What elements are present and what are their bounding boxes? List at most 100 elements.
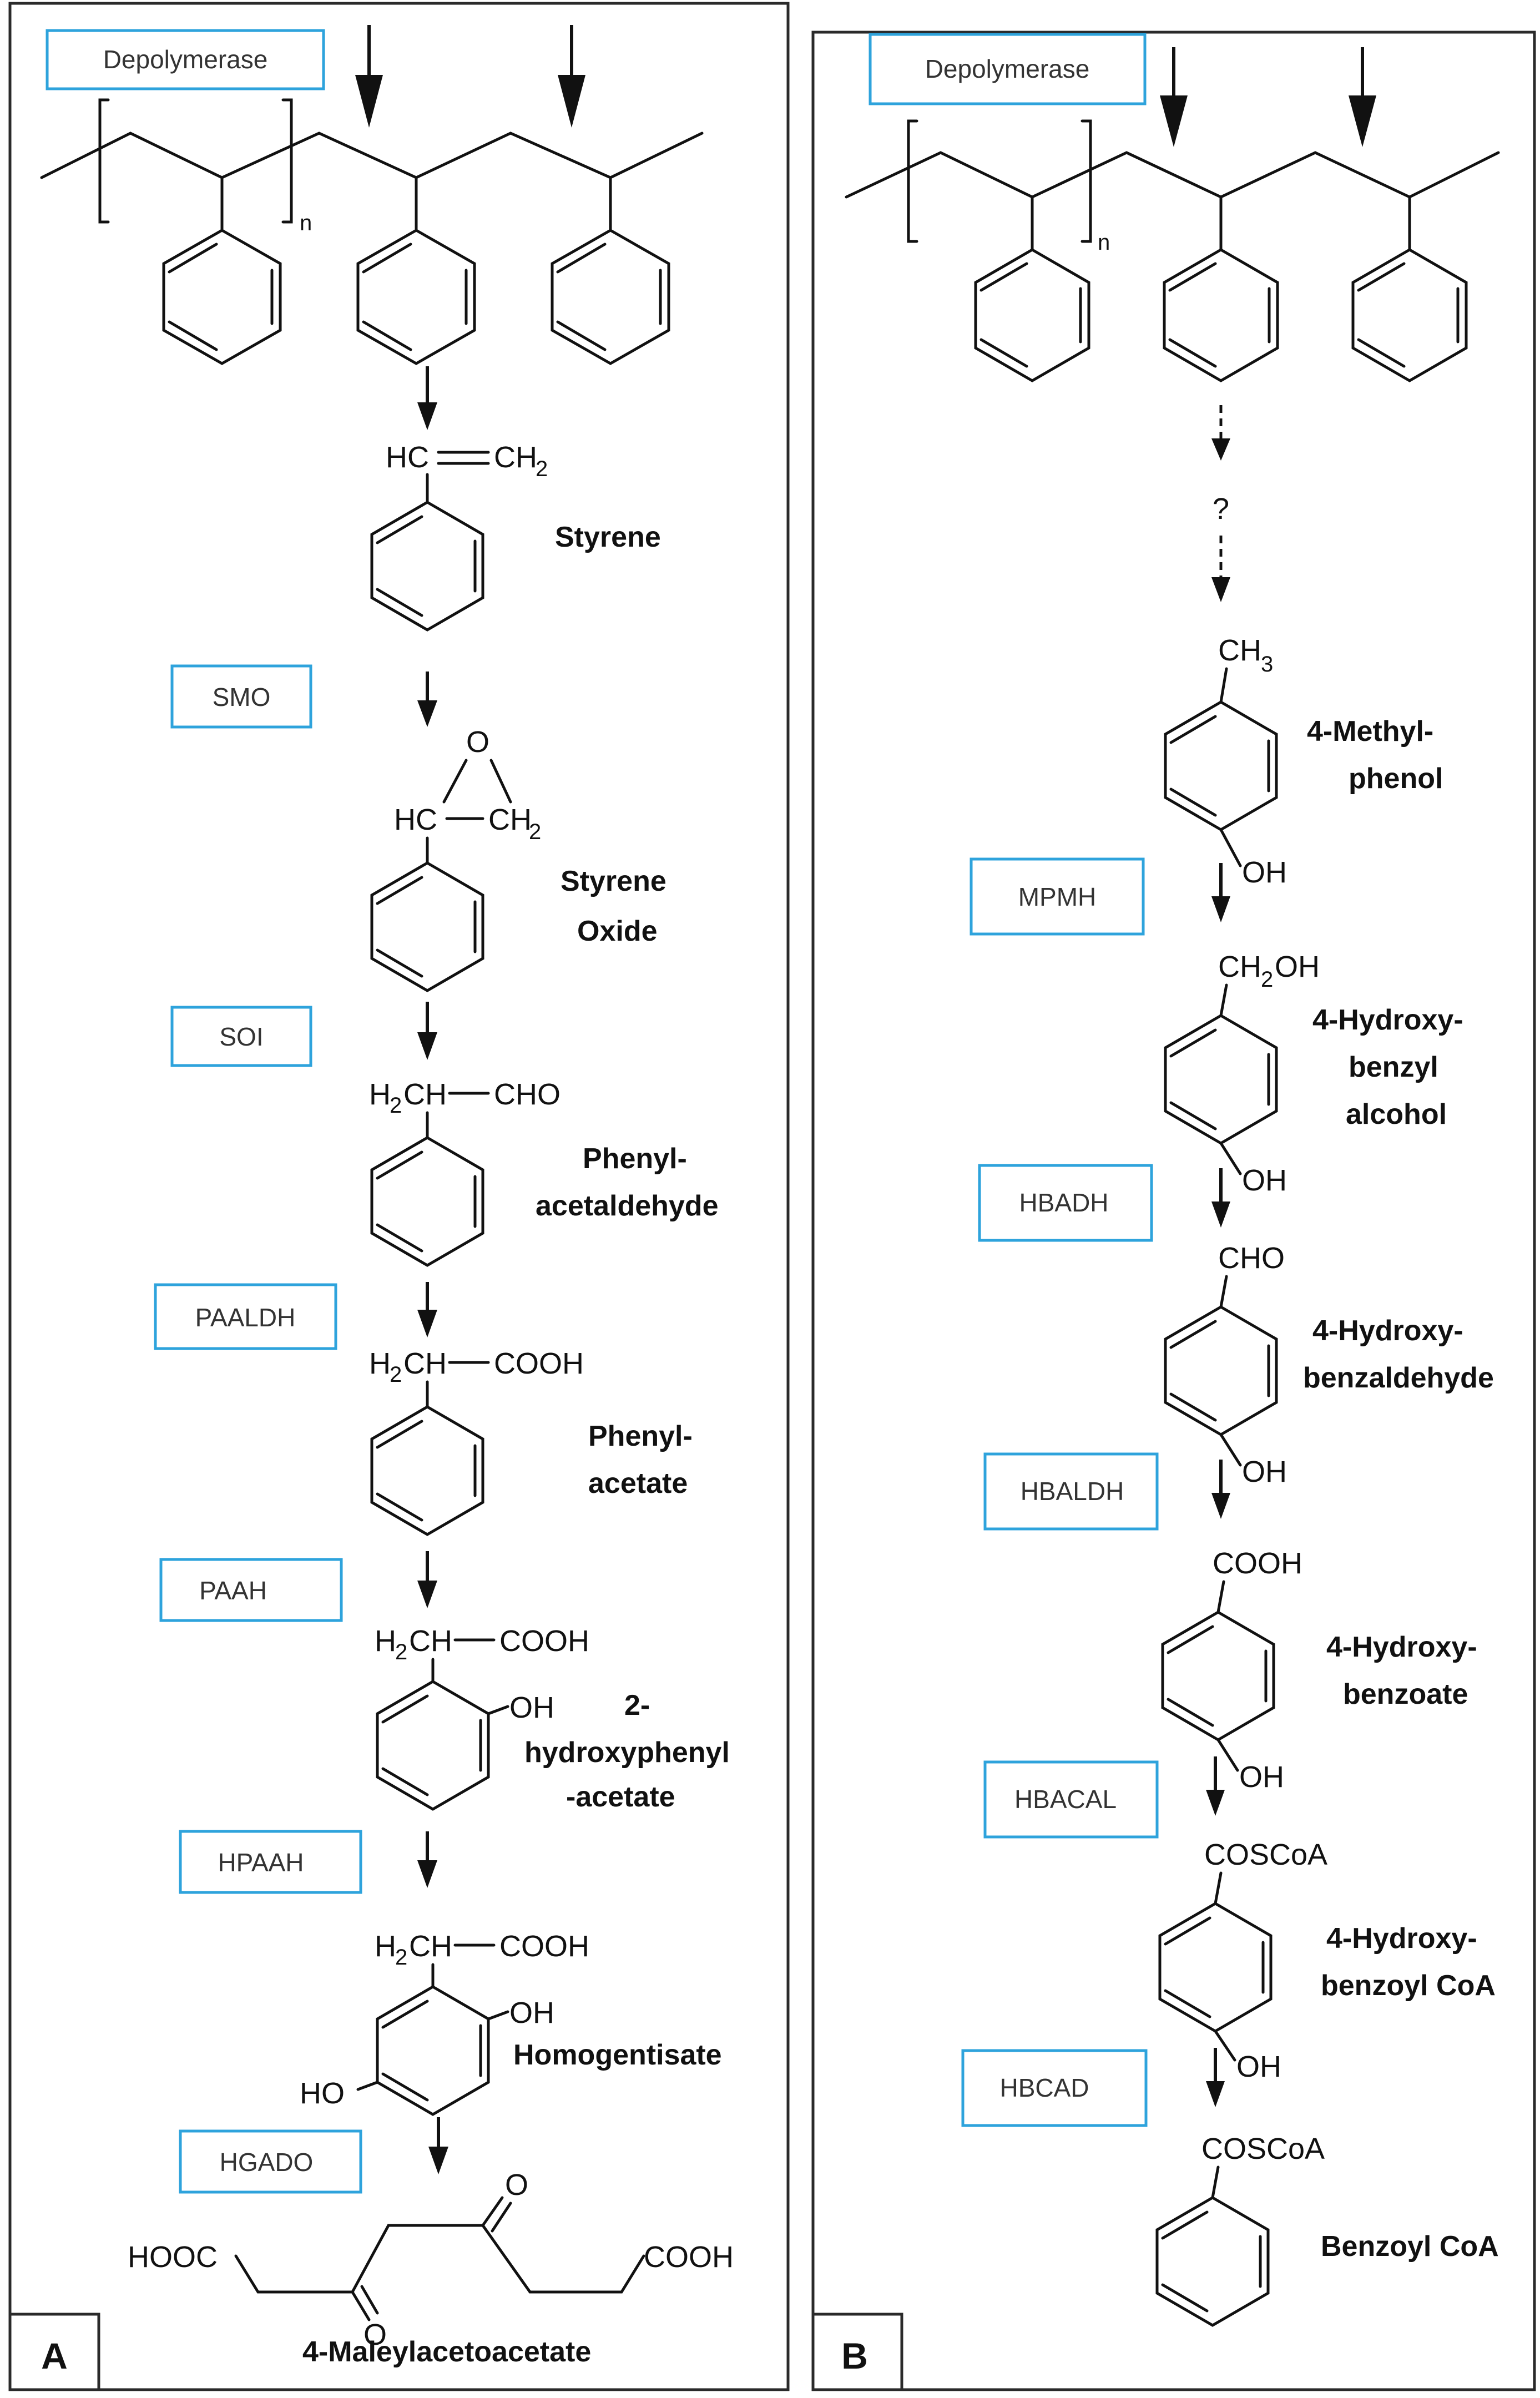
benzene-ring-icon xyxy=(1351,248,1468,382)
enzyme-label-hbcad: HBCAD xyxy=(961,2049,1148,2127)
svg-text:H: H xyxy=(375,1624,396,1658)
svg-text:O: O xyxy=(505,2168,528,2202)
svg-text:COOH: COOH xyxy=(1213,1547,1302,1580)
svg-text:CH: CH xyxy=(403,1347,447,1380)
svg-text:HC: HC xyxy=(386,441,429,474)
hydroxybenzyl-alcohol-structure: CH 2 OH OH xyxy=(1164,950,1320,1197)
svg-text:HC: HC xyxy=(394,803,437,836)
compound-label-hydroxyphenylacetate-1: 2- xyxy=(624,1689,650,1721)
svg-text:A: A xyxy=(41,2335,68,2376)
svg-text:CH: CH xyxy=(488,803,532,836)
svg-text:3: 3 xyxy=(1261,652,1273,677)
enzyme-label-depolymerase-b: Depolymerase xyxy=(869,33,1147,105)
svg-text:HBALDH: HBALDH xyxy=(1021,1477,1124,1506)
compound-label-hydroxybenzyl-alcohol-1: 4-Hydroxy- xyxy=(1312,1004,1463,1036)
panel-a: n xyxy=(8,2,790,2391)
repeat-index-b: n xyxy=(1098,230,1110,255)
svg-text:HBADH: HBADH xyxy=(1019,1188,1108,1217)
svg-text:PAAH: PAAH xyxy=(199,1576,267,1605)
hydroxybenzaldehyde-structure: CHO OH xyxy=(1164,1241,1287,1488)
panel-b: n xyxy=(811,31,1536,2391)
enzyme-label-hpaah: HPAAH xyxy=(179,1830,362,1894)
svg-text:O: O xyxy=(466,725,489,759)
benzene-ring-icon xyxy=(356,229,476,365)
svg-text:HBCAD: HBCAD xyxy=(999,2073,1089,2102)
enzyme-label-hbadh: HBADH xyxy=(978,1164,1153,1242)
svg-text:COOH: COOH xyxy=(494,1347,584,1380)
svg-text:MPMH: MPMH xyxy=(1018,882,1097,911)
compound-label-phenylacetaldehyde-1: Phenyl- xyxy=(583,1143,687,1175)
svg-text:CH: CH xyxy=(494,441,537,474)
svg-text:HO: HO xyxy=(300,2077,345,2110)
svg-text:OH: OH xyxy=(1242,856,1287,889)
svg-text:CH: CH xyxy=(409,1624,452,1658)
svg-text:H: H xyxy=(369,1347,391,1380)
polystyrene-structure-a: n xyxy=(40,25,704,365)
svg-text:OH: OH xyxy=(1239,1760,1284,1794)
svg-text:OH: OH xyxy=(1236,2050,1281,2083)
svg-text:HGADO: HGADO xyxy=(220,2148,314,2177)
panel-letter-a: A xyxy=(8,2313,100,2391)
homogentisate-structure: H 2 CH COOH OH HO xyxy=(300,1930,589,2116)
svg-text:SMO: SMO xyxy=(213,683,271,711)
svg-text:OH: OH xyxy=(509,1996,554,2030)
phenylacetaldehyde-structure: H 2 CH CHO xyxy=(369,1078,561,1267)
svg-text:O: O xyxy=(363,2318,387,2351)
svg-text:2: 2 xyxy=(1261,967,1273,992)
svg-text:CH: CH xyxy=(1218,634,1261,667)
compound-label-homogentisate: Homogentisate xyxy=(513,2039,722,2071)
svg-text:SOI: SOI xyxy=(219,1022,263,1051)
benzoyl-coa-structure: COSCoA xyxy=(1155,2132,1325,2327)
svg-text:HOOC: HOOC xyxy=(128,2240,218,2274)
benzene-ring-icon xyxy=(551,229,670,365)
svg-text:PAALDH: PAALDH xyxy=(195,1303,296,1332)
repeat-index-a: n xyxy=(300,211,312,235)
enzyme-label-hgado: HGADO xyxy=(179,2129,362,2194)
svg-text:OH: OH xyxy=(1242,1164,1287,1197)
svg-text:OH: OH xyxy=(1275,950,1320,983)
enzyme-label-hbacal: HBACAL xyxy=(983,1760,1159,1839)
svg-text:CHO: CHO xyxy=(494,1078,561,1111)
svg-text:H: H xyxy=(369,1078,391,1111)
compound-label-phenylacetate-2: acetate xyxy=(588,1467,688,1500)
svg-text:COOH: COOH xyxy=(499,1624,589,1658)
svg-text:COSCoA: COSCoA xyxy=(1201,2132,1325,2165)
phenylacetate-structure: H 2 CH COOH xyxy=(369,1347,584,1536)
compound-label-hydroxybenzoate-2: benzoate xyxy=(1343,1678,1468,1710)
compound-label-hydroxyphenylacetate-2: hydroxyphenyl xyxy=(524,1736,730,1769)
svg-text:2: 2 xyxy=(395,1945,407,1970)
enzyme-label-mpmh: MPMH xyxy=(970,857,1145,936)
panel-b-frame xyxy=(811,31,1536,2391)
enzyme-label-depolymerase-a: Depolymerase xyxy=(46,29,325,90)
svg-text:CH: CH xyxy=(1218,950,1261,983)
compound-label-hydroxybenzaldehyde-2: benzaldehyde xyxy=(1303,1362,1494,1394)
svg-text:CH: CH xyxy=(403,1078,447,1111)
svg-text:CH: CH xyxy=(409,1930,452,1963)
methylphenol-structure: CH 3 OH xyxy=(1164,634,1287,889)
svg-text:COSCoA: COSCoA xyxy=(1204,1838,1327,1871)
cleavage-arrow-icon xyxy=(355,25,383,128)
svg-text:2: 2 xyxy=(529,820,541,844)
svg-text:2: 2 xyxy=(390,1362,402,1387)
compound-label-hydroxybenzoate-1: 4-Hydroxy- xyxy=(1326,1631,1477,1663)
compound-label-maleylacetoacetate: 4-Maleylacetoacetate xyxy=(302,2336,591,2368)
svg-text:COOH: COOH xyxy=(644,2240,734,2274)
enzyme-label-paah: PAAH xyxy=(159,1558,343,1622)
compound-label-styrene-oxide-2: Oxide xyxy=(577,915,658,947)
svg-text:Depolymerase: Depolymerase xyxy=(103,45,268,74)
panel-a-frame xyxy=(8,2,790,2391)
polystyrene-structure-b: n xyxy=(845,47,1500,382)
svg-text:2: 2 xyxy=(395,1640,407,1664)
enzyme-label-soi: SOI xyxy=(170,1006,312,1067)
svg-text:2: 2 xyxy=(390,1093,402,1118)
compound-label-styrene: Styrene xyxy=(555,521,661,553)
maleylacetoacetate-structure: HOOC O O COOH xyxy=(128,2168,734,2351)
compound-label-hydroxybenzaldehyde-1: 4-Hydroxy- xyxy=(1312,1315,1463,1347)
compound-label-methylphenol-2: phenol xyxy=(1349,763,1443,795)
hydroxybenzoyl-coa-structure: COSCoA OH xyxy=(1158,1838,1327,2083)
svg-text:B: B xyxy=(841,2335,868,2376)
svg-text:OH: OH xyxy=(509,1691,554,1724)
svg-text:HPAAH: HPAAH xyxy=(218,1848,304,1877)
benzene-ring-icon xyxy=(162,229,282,365)
